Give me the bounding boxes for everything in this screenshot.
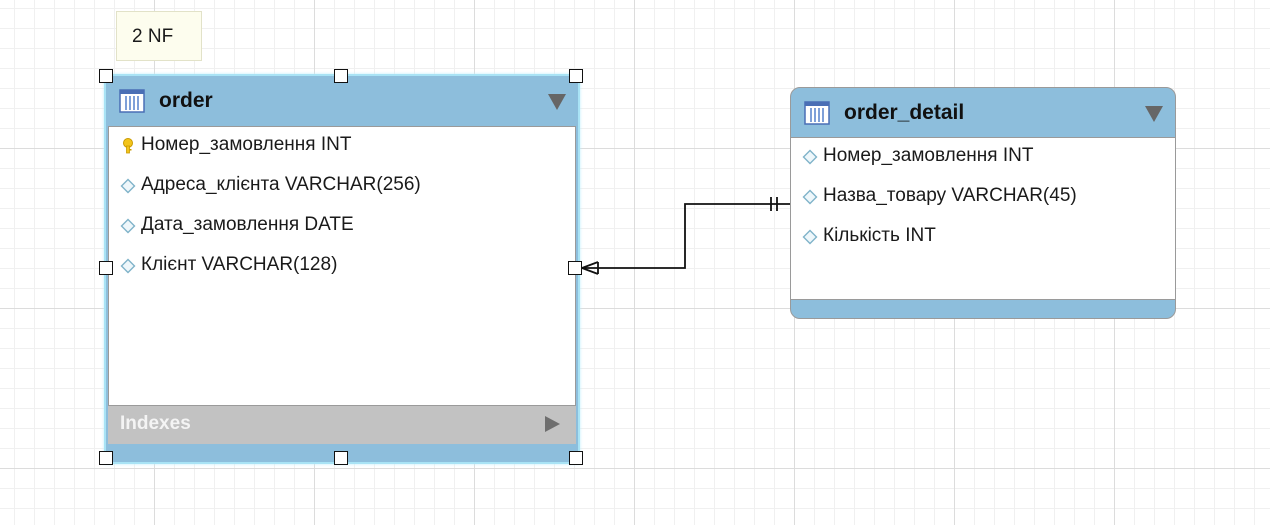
collapse-triangle-icon[interactable] <box>1145 106 1163 122</box>
resize-handle-left[interactable] <box>99 261 113 275</box>
column-row[interactable]: Номер_замовлення INT <box>791 136 1175 176</box>
table-title: order_detail <box>844 101 965 124</box>
column-diamond-icon <box>120 258 136 274</box>
table-title: order <box>159 89 213 112</box>
column-row[interactable]: Адреса_клієнта VARCHAR(256) <box>109 165 575 205</box>
relationship-line <box>582 203 790 269</box>
resize-handle-bottom-left[interactable] <box>99 451 113 465</box>
table-icon <box>119 89 145 113</box>
table-order-header[interactable]: order <box>106 76 578 126</box>
crows-foot-many-end <box>581 261 599 275</box>
table-order-detail-header[interactable]: order_detail <box>791 88 1175 138</box>
column-diamond-icon <box>802 229 818 245</box>
expand-triangle-icon[interactable] <box>545 416 560 432</box>
column-name: Адреса_клієнта VARCHAR(256) <box>141 174 421 195</box>
column-diamond-icon <box>120 218 136 234</box>
resize-handle-bottom[interactable] <box>334 451 348 465</box>
column-row[interactable]: Дата_замовлення DATE <box>109 205 575 245</box>
table-order-detail[interactable]: order_detail Номер_замовлення INT Назва_… <box>790 87 1176 319</box>
column-name: Дата_замовлення DATE <box>141 214 354 235</box>
indexes-section[interactable]: Indexes <box>108 406 576 444</box>
resize-handle-top[interactable] <box>334 69 348 83</box>
resize-handle-top-left[interactable] <box>99 69 113 83</box>
resize-handle-bottom-right[interactable] <box>569 451 583 465</box>
resize-handle-top-right[interactable] <box>569 69 583 83</box>
column-list: Номер_замовлення INT Назва_товару VARCHA… <box>791 137 1175 300</box>
resize-handle-right[interactable] <box>568 261 582 275</box>
table-icon <box>804 101 830 125</box>
diagram-note[interactable]: 2 NF <box>116 11 202 61</box>
column-list: Номер_замовлення INT Адреса_клієнта VARC… <box>108 126 576 406</box>
column-name: Клієнт VARCHAR(128) <box>141 254 338 275</box>
column-name: Кількість INT <box>823 225 936 246</box>
column-name: Назва_товару VARCHAR(45) <box>823 185 1077 206</box>
column-row[interactable]: Номер_замовлення INT <box>109 125 575 165</box>
column-row[interactable]: Кількість INT <box>791 216 1175 256</box>
collapse-triangle-icon[interactable] <box>548 94 566 110</box>
column-diamond-icon <box>120 178 136 194</box>
column-row[interactable]: Клієнт VARCHAR(128) <box>109 245 575 285</box>
column-diamond-icon <box>802 149 818 165</box>
note-text: 2 NF <box>132 26 174 47</box>
primary-key-icon <box>123 138 133 154</box>
one-and-only-one-end <box>770 197 778 211</box>
column-name: Номер_замовлення INT <box>823 145 1034 166</box>
column-row[interactable]: Назва_товару VARCHAR(45) <box>791 176 1175 216</box>
table-order[interactable]: order Номер_замовлення INT Адреса_клієнт… <box>104 74 580 464</box>
indexes-label: Indexes <box>120 413 191 434</box>
column-name: Номер_замовлення INT <box>141 134 352 155</box>
column-diamond-icon <box>802 189 818 205</box>
